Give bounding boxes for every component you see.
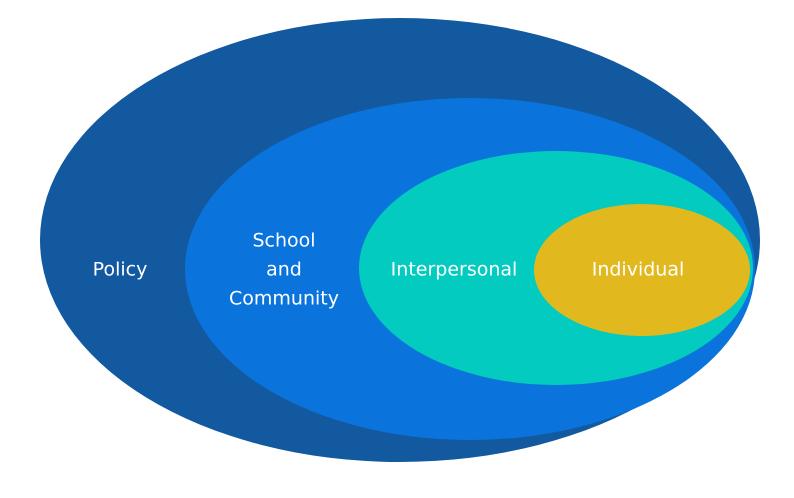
school-label-line-1: School — [252, 230, 315, 252]
school-label-line-3: Community — [229, 288, 339, 310]
policy-label: Policy — [93, 259, 148, 281]
individual-ellipse — [534, 204, 750, 336]
interpersonal-label: Interpersonal — [391, 259, 518, 281]
school-label-line-2: and — [266, 259, 302, 281]
individual-label: Individual — [592, 259, 685, 281]
